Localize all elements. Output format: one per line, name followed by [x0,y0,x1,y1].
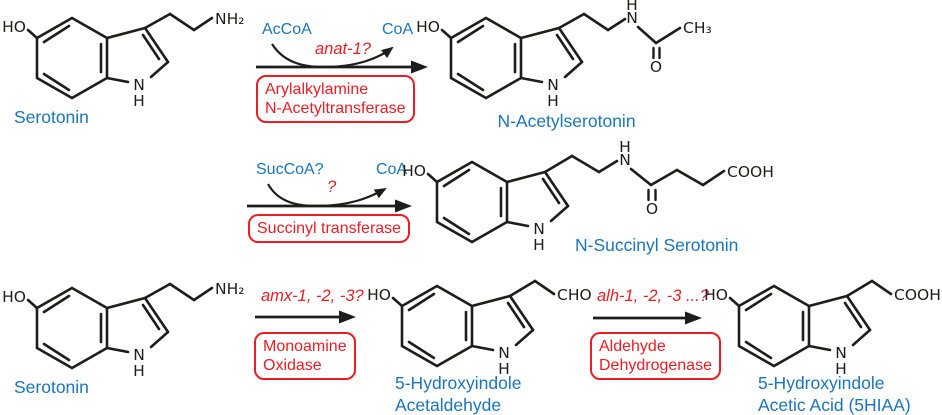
hydroxyl-label: HO [2,18,26,36]
enzyme-box-monoamine-oxidase: Monoamine Oxidase [254,332,356,380]
amide-nitrogen-label: N [626,9,638,27]
methyl-label: CH₃ [683,19,712,37]
hiaa-structure: HO COOH N H [704,279,941,378]
molecule-5-hydroxyindole-acetaldehyde: HO CHO N H [365,258,607,393]
carboxyl-label: COOH [894,286,941,304]
enzyme-name-line2: Oxidase [263,357,322,374]
ring-nh-hydrogen-label: H [133,92,145,110]
compound-label-hiaa: 5-Hydroxyindole Acetic Acid (5HIAA) [758,372,911,415]
ring-nh-hydrogen-label: H [835,360,847,378]
molecule-serotonin-row3: HO NH₂ N H [0,260,250,395]
ring-nitrogen-label: N [835,344,847,362]
cofactor-in-succoa: SucCoA? [256,161,324,178]
compound-label-n-succinyl-serotonin: N-Succinyl Serotonin [575,235,739,255]
amine-label: NH₂ [215,10,244,28]
molecule-n-acetylserotonin: HO N H O CH₃ N H [414,0,719,125]
enzyme-name-line2: N-Acetyltransferase [265,100,406,117]
cofactor-in-accoa: AcCoA [262,21,312,38]
carbonyl-oxygen-label: O [650,58,662,76]
compound-label-serotonin-row1: Serotonin [14,107,89,127]
carbonyl-oxygen-label: O [646,200,658,218]
ring-nitrogen-label: N [498,344,510,362]
molecule-5hiaa: HO COOH N H [702,258,942,393]
molecule-serotonin-row1: HO NH₂ N H [0,0,250,125]
ring-nh-hydrogen-label: H [547,92,559,110]
cofactor-out-coa-r1: CoA [382,21,414,38]
enzyme-box-aldehyde-dehydrogenase: Aldehyde Dehydrogenase [590,332,721,380]
compound-label-line1: 5-Hydroxyindole [395,373,522,393]
hydroxyl-label: HO [704,286,728,304]
reaction4-arrow [593,311,702,325]
compound-label-hiald: 5-Hydroxyindole Acetaldehyde [395,372,521,415]
compound-label-serotonin-row3: Serotonin [14,377,89,397]
ring-nitrogen-label: N [133,76,145,94]
serotonin-structure: HO NH₂ N H [2,10,244,110]
enzyme-box-arylalkylamine-n-acetyltransferase: Arylalkylamine N-Acetyltransferase [256,75,415,123]
compound-label-line2: Acetaldehyde [395,395,502,415]
ring-nh-hydrogen-label: H [533,236,545,254]
cofactor-out-coa-r2: CoA [376,161,408,178]
amide-nitrogen-label: N [619,151,631,169]
ring-nitrogen-label: N [133,346,145,364]
enzyme-name-line1: Succinyl transferase [257,220,402,237]
hydroxyl-label: HO [416,18,440,36]
n-succinyl-serotonin-structure: HO N H O COOH N H [402,138,774,254]
enzyme-name-line1: Aldehyde [599,338,666,355]
carboxyl-label: COOH [727,163,774,181]
enzyme-name-line1: Arylalkylamine [265,81,369,98]
aldehyde-label: CHO [557,286,592,304]
ring-nh-hydrogen-label: H [498,360,510,378]
gene-unknown-question: ? [327,178,337,196]
gene-alh: alh-1, -2, -3 ...? [597,287,709,305]
hydroxyl-label: HO [402,162,426,180]
reaction3-arrow [255,310,356,324]
serotonin-structure: HO NH₂ N H [2,280,244,380]
compound-label-line2: Acetic Acid (5HIAA) [758,395,911,415]
n-acetylserotonin-structure: HO N H O CH₃ N H [416,0,712,110]
enzyme-box-succinyl-transferase: Succinyl transferase [248,214,411,243]
enzyme-name-line1: Monoamine [263,338,347,355]
gene-anat1: anat-1? [315,40,371,58]
compound-label-n-acetylserotonin: N-Acetylserotonin [497,111,636,131]
hydroxyl-label: HO [2,288,26,306]
compound-label-line1: 5-Hydroxyindole [758,373,885,393]
amide-hydrogen-label: H [619,138,631,156]
molecule-n-succinyl-serotonin: HO N H O COOH N H [400,134,790,269]
ring-nh-hydrogen-label: H [133,362,145,380]
hiald-structure: HO CHO N H [367,279,592,378]
amide-hydrogen-label: H [626,0,638,14]
ring-nitrogen-label: N [547,76,559,94]
gene-amx: amx-1, -2, -3? [261,287,364,305]
enzyme-name-line2: Dehydrogenase [599,357,712,374]
amine-label: NH₂ [215,280,244,298]
hydroxyl-label: HO [367,286,391,304]
ring-nitrogen-label: N [533,220,545,238]
